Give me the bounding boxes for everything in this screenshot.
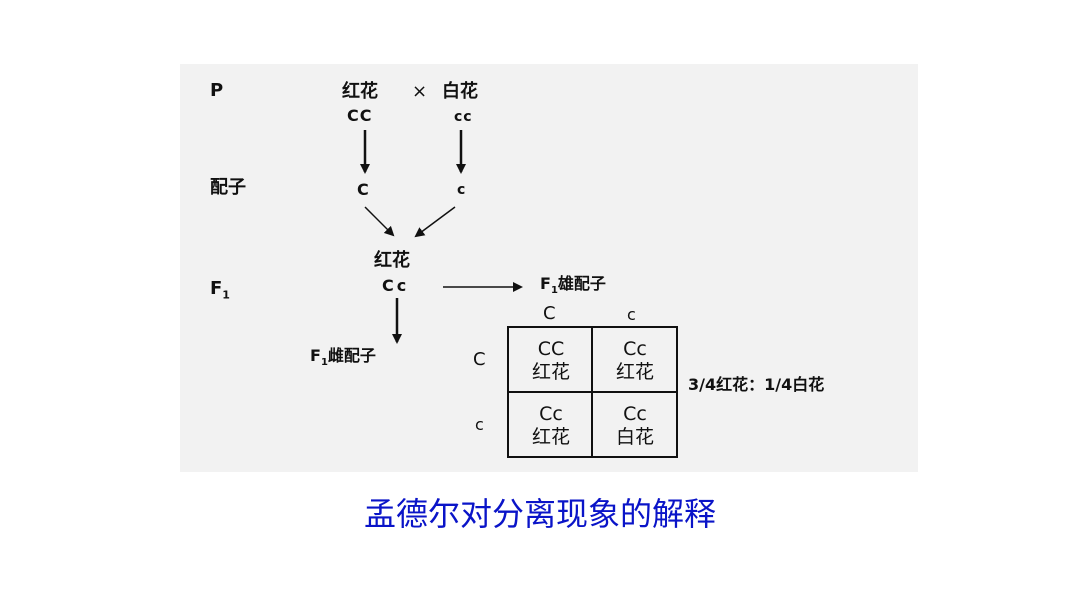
cell-genotype: CC	[537, 338, 565, 361]
f1-phenotype: 红花	[374, 250, 410, 271]
punnett-cell: CC 红花	[510, 329, 592, 393]
arrow-C-to-f1	[364, 206, 395, 237]
label-f1: F1	[210, 278, 230, 302]
label-gametes: 配子	[210, 177, 246, 198]
punnett-col-header-2: c	[627, 305, 636, 324]
genotype-red: CC	[347, 106, 373, 125]
f1-female-gametes-label: F1雌配子	[310, 346, 376, 369]
punnett-cell: Cc 红花	[510, 394, 592, 458]
punnett-col-header-1: C	[543, 303, 556, 324]
cell-genotype: Cc	[623, 338, 647, 361]
cell-phenotype: 红花	[531, 426, 570, 448]
gamete-C: C	[357, 180, 370, 199]
gamete-c: c	[457, 182, 467, 198]
punnett-row-header-2: c	[475, 415, 484, 434]
cell-genotype: Cc	[623, 403, 647, 426]
f1-male-gametes-label: F1雄配子	[540, 274, 606, 297]
diagram-panel	[180, 64, 918, 472]
punnett-cell: Cc 红花	[594, 329, 676, 393]
f1-genotype: Cc	[382, 276, 410, 295]
cell-phenotype: 红花	[615, 361, 654, 383]
label-p: P	[210, 80, 224, 101]
cell-phenotype: 红花	[531, 361, 570, 383]
parent-white: 白花	[442, 81, 478, 102]
parent-red: 红花	[342, 81, 378, 102]
ratio-label: 3/4红花：1/4白花	[688, 375, 825, 394]
cell-genotype: Cc	[539, 403, 563, 426]
punnett-row-header-1: C	[473, 349, 486, 370]
punnett-cell: Cc 白花	[594, 394, 676, 458]
cross-symbol: ×	[412, 81, 428, 102]
arrow-c-to-f1	[414, 206, 456, 238]
slide-title: 孟德尔对分离现象的解释	[363, 495, 716, 533]
cell-phenotype: 白花	[615, 426, 654, 448]
genotype-white: cc	[454, 109, 473, 125]
